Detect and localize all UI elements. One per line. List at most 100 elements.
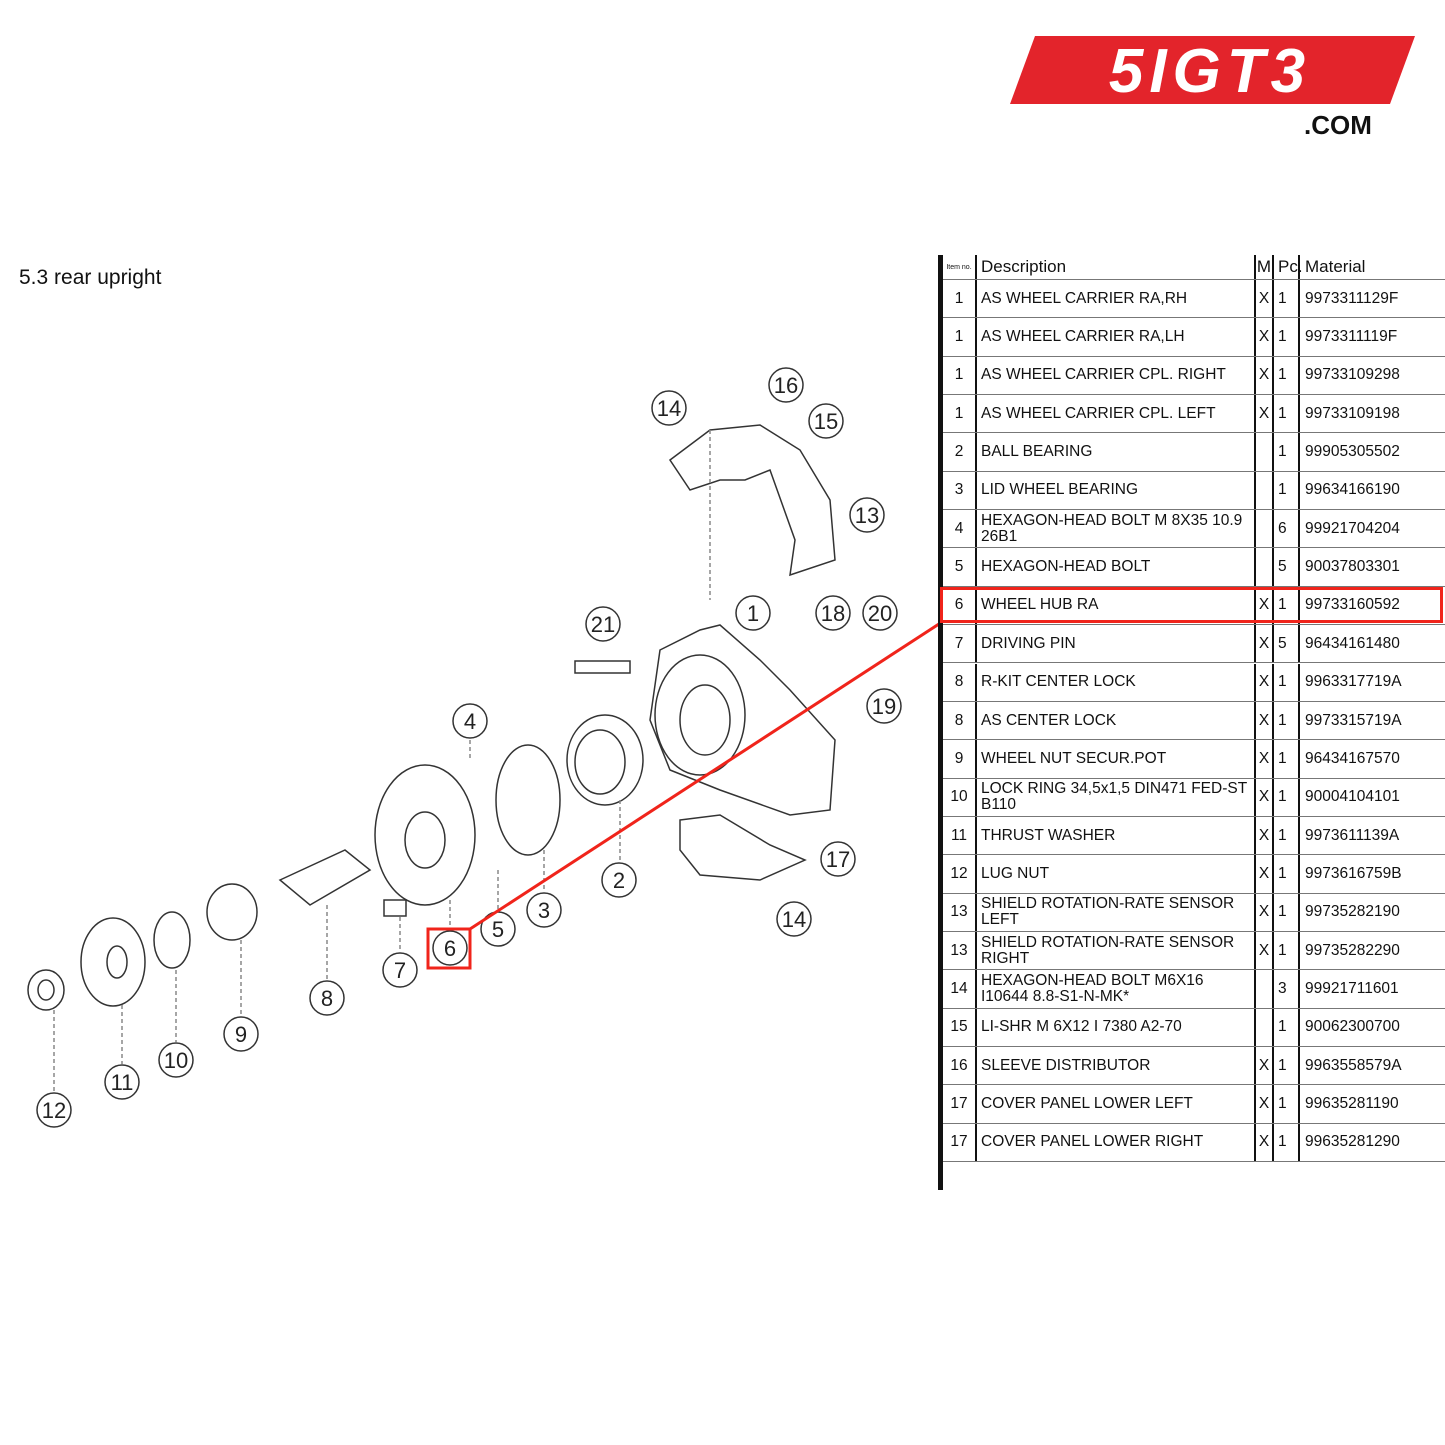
cell-m <box>1254 548 1272 586</box>
cell-pc: 1 <box>1272 663 1298 701</box>
wheel-carrier-part <box>649 624 836 816</box>
cell-pc: 1 <box>1272 356 1298 395</box>
cell-item: 7 <box>954 634 964 652</box>
logo-domain: .COM <box>1304 110 1372 140</box>
callout-10[interactable]: 10 <box>158 1042 194 1078</box>
cell-item: 14 <box>950 979 968 997</box>
cell-material: 96434167570 <box>1298 740 1445 778</box>
cell-item: 6 <box>954 596 964 614</box>
callout-14[interactable]: 14 <box>651 390 687 426</box>
callout-6[interactable]: 6 <box>432 930 468 966</box>
callout-7[interactable]: 7 <box>382 952 418 988</box>
cell-item: 17 <box>950 1133 968 1151</box>
callout-label: 20 <box>868 601 892 626</box>
lock-ring-part <box>153 911 191 969</box>
cell-item: 16 <box>950 1056 968 1074</box>
callout-21[interactable]: 21 <box>585 606 621 642</box>
cell-material: 99921704204 <box>1298 510 1445 548</box>
cell-m: X <box>1254 625 1272 663</box>
cell-m: X <box>1254 740 1272 778</box>
cell-item: 5 <box>954 558 964 576</box>
table-header: Item no. Description M Pc. Material <box>943 255 1445 280</box>
cell-pc: 1 <box>1272 893 1298 931</box>
callout-label: 13 <box>855 503 879 528</box>
cell-m <box>1254 970 1272 1008</box>
exploded-diagram: 14 16 15 13 1 18 20 21 19 4 17 2 3 567 14 8 9 10 11 12 <box>27 367 940 1128</box>
callout-16[interactable]: 16 <box>768 367 804 403</box>
callout-17[interactable]: 17 <box>820 841 856 877</box>
callout-1[interactable]: 1 <box>735 595 771 631</box>
cell-description: LUG NUT <box>975 855 1254 893</box>
cell-m <box>1254 510 1272 548</box>
callout-label: 5 <box>492 917 504 942</box>
cell-pc: 1 <box>1272 816 1298 855</box>
callout-2[interactable]: 2 <box>601 862 637 898</box>
cell-description: AS WHEEL CARRIER RA,RH <box>975 280 1254 318</box>
cell-item: 15 <box>950 1018 968 1036</box>
callout-13[interactable]: 13 <box>849 497 885 533</box>
cell-material: 9973616759B <box>1298 855 1445 893</box>
cell-pc: 3 <box>1272 970 1298 1008</box>
cell-m: X <box>1254 778 1272 816</box>
cell-material: 9963317719A <box>1298 663 1445 701</box>
callout-label: 21 <box>591 612 615 637</box>
callout-3[interactable]: 3 <box>526 892 562 928</box>
cell-description: AS CENTER LOCK <box>975 701 1254 740</box>
cover-panel-part <box>679 814 807 881</box>
cell-description: HEXAGON-HEAD BOLT M 8X35 10.9 26B1 <box>975 510 1254 548</box>
cell-material: 99905305502 <box>1298 433 1445 471</box>
callout-label: 3 <box>538 898 550 923</box>
callout-20[interactable]: 20 <box>862 595 898 631</box>
sigtb-logo[interactable]: 5IGT3 <box>1005 30 1420 145</box>
cell-m <box>1254 1008 1272 1046</box>
cell-material: 9963558579A <box>1298 1047 1445 1085</box>
callout-highlight-box <box>426 927 472 970</box>
cell-description: AS WHEEL CARRIER CPL. RIGHT <box>975 356 1254 395</box>
cell-pc: 1 <box>1272 280 1298 318</box>
cell-item: 2 <box>954 443 964 461</box>
cell-material: 99635281190 <box>1298 1085 1445 1123</box>
callout-18[interactable]: 18 <box>815 595 851 631</box>
callout-15[interactable]: 15 <box>808 403 844 439</box>
cell-description: SLEEVE DISTRIBUTOR <box>975 1047 1254 1085</box>
callout-4[interactable]: 4 <box>452 703 488 739</box>
cell-description: LOCK RING 34,5x1,5 DIN471 FED-ST B110 <box>975 778 1254 816</box>
callout-11[interactable]: 11 <box>104 1064 140 1100</box>
cell-item: 11 <box>950 826 968 844</box>
callout-label: 16 <box>774 373 798 398</box>
cell-item: 1 <box>954 328 964 346</box>
callout-label: 17 <box>826 847 850 872</box>
callout-14[interactable]: 14 <box>776 901 812 937</box>
callout-9[interactable]: 9 <box>223 1016 259 1052</box>
callout-19[interactable]: 19 <box>866 688 902 724</box>
cell-m: X <box>1254 931 1272 970</box>
callout-12[interactable]: 12 <box>36 1092 72 1128</box>
cell-description: SHIELD ROTATION-RATE SENSOR RIGHT <box>975 931 1254 970</box>
selected-row-highlight <box>940 587 1443 623</box>
callout-8[interactable]: 8 <box>309 980 345 1016</box>
